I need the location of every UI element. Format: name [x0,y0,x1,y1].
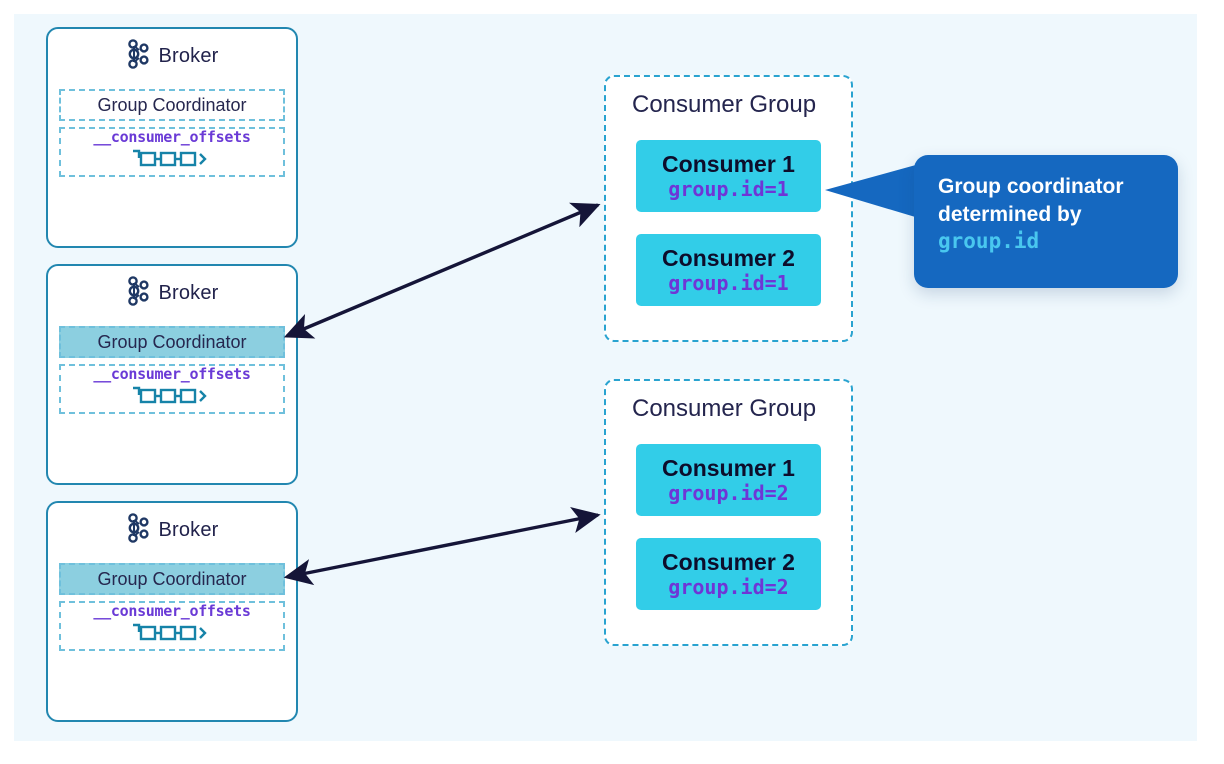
callout-code: group.id [938,229,1040,254]
consumer-group-id: group.id=1 [668,271,789,296]
consumer-group-1[interactable]: Consumer Group Consumer 1 group.id=1 Con… [604,75,853,342]
consumer-group-2[interactable]: Consumer Group Consumer 1 group.id=2 Con… [604,379,853,646]
broker-title: Broker [158,518,219,541]
partition-log-icon [129,621,215,648]
partition-log-icon [129,384,215,411]
consumer-offsets-box-2[interactable]: __consumer_offsets [59,364,285,414]
kafka-logo-icon [125,275,151,311]
consumer-group-id: group.id=2 [668,575,789,600]
consumer-offsets-label: __consumer_offsets [93,602,251,620]
callout-bubble[interactable]: Group coordinator determined by group.id [914,155,1178,288]
consumer-group-id: group.id=2 [668,481,789,506]
consumer-group-title: Consumer Group [632,395,817,422]
group-coordinator-label: Group Coordinator [97,94,247,115]
broker-header-1: Broker [48,35,296,77]
callout-line-2: determined by [938,202,1082,226]
consumer-name: Consumer 2 [662,244,795,271]
broker-card-1[interactable]: Broker Group Coordinator __consumer_offs… [46,27,298,248]
consumer-offsets-box-3[interactable]: __consumer_offsets [59,601,285,651]
consumer-offsets-label: __consumer_offsets [93,365,251,383]
kafka-logo-icon [125,512,151,548]
broker-title: Broker [158,281,219,304]
consumer-group-title: Consumer Group [632,91,817,118]
broker-card-3[interactable]: Broker Group Coordinator __consumer_offs… [46,501,298,722]
consumer-box[interactable]: Consumer 1 group.id=2 [636,444,821,516]
consumer-offsets-box-1[interactable]: __consumer_offsets [59,127,285,177]
consumer-group-id: group.id=1 [668,177,789,202]
consumer-name: Consumer 2 [662,548,795,575]
consumer-box[interactable]: Consumer 2 group.id=1 [636,234,821,306]
consumer-offsets-label: __consumer_offsets [93,128,251,146]
group-coordinator-box-2[interactable]: Group Coordinator [59,326,285,358]
broker-header-3: Broker [48,509,296,551]
group-coordinator-box-3[interactable]: Group Coordinator [59,563,285,595]
kafka-logo-icon [125,38,151,74]
consumer-name: Consumer 1 [662,454,795,481]
group-coordinator-label: Group Coordinator [97,568,247,589]
consumer-box[interactable]: Consumer 2 group.id=2 [636,538,821,610]
callout-line-1: Group coordinator [938,175,1124,198]
group-coordinator-label: Group Coordinator [97,331,247,352]
consumer-name: Consumer 1 [662,150,795,177]
broker-title: Broker [158,44,219,67]
group-coordinator-box-1[interactable]: Group Coordinator [59,89,285,121]
broker-header-2: Broker [48,272,296,314]
consumer-box[interactable]: Consumer 1 group.id=1 [636,140,821,212]
partition-log-icon [129,147,215,174]
broker-card-2[interactable]: Broker Group Coordinator __consumer_offs… [46,264,298,485]
